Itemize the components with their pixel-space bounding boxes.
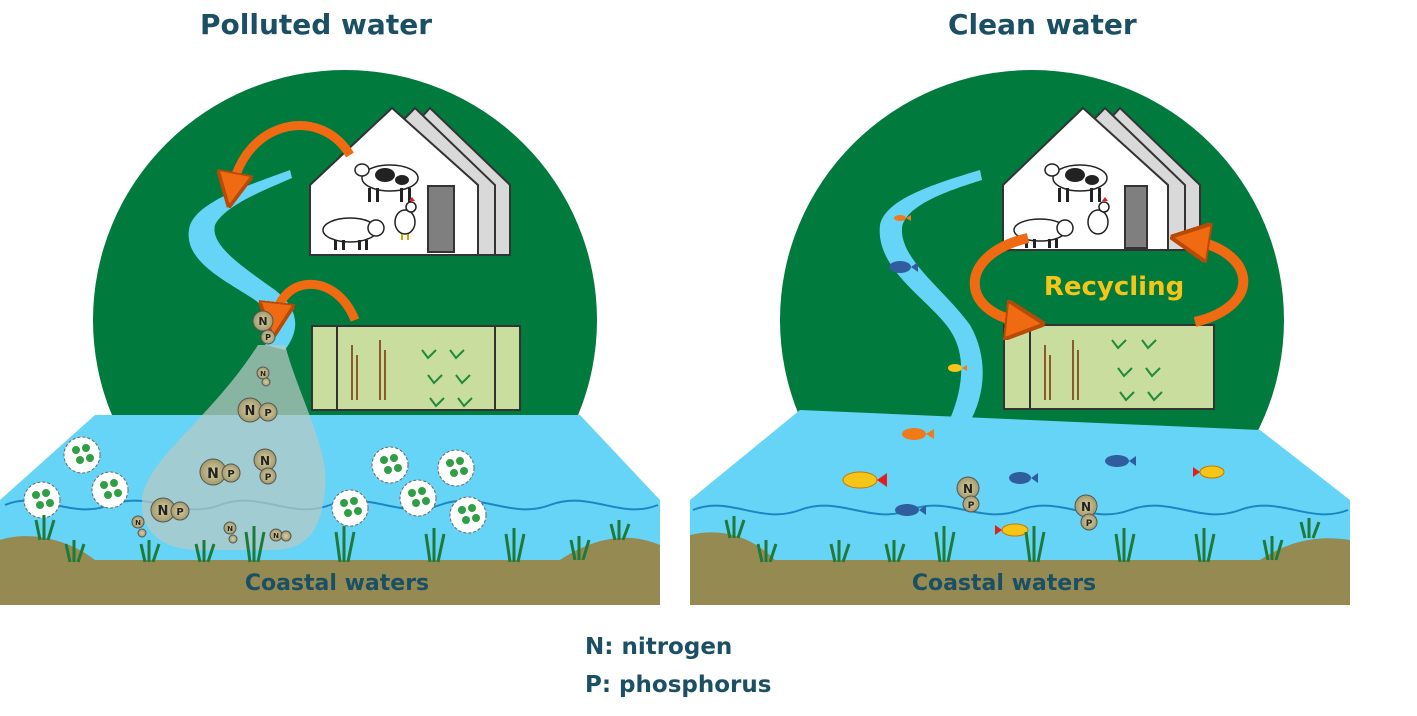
river-right: [879, 170, 983, 430]
nutrient-np: NP: [252, 310, 276, 345]
n-label: N: [260, 370, 266, 378]
p-label: P: [264, 408, 271, 419]
fish-icon: [1009, 472, 1038, 484]
sediment-left: [0, 536, 660, 605]
fish-icon: [1105, 455, 1136, 467]
cow-icon: [1044, 163, 1108, 202]
arrow-barn-to-river: [232, 121, 354, 190]
algae-cluster: [331, 489, 369, 527]
n-label: N: [273, 532, 279, 540]
p-label: P: [968, 501, 975, 511]
fish-group: [842, 215, 1225, 537]
barn-right: [1002, 106, 1201, 251]
coastal-waters-label-right: Coastal waters: [912, 571, 1096, 596]
fish-icon: [895, 504, 926, 516]
title-clean-water: Clean water: [948, 8, 1137, 41]
p-label: P: [265, 333, 271, 342]
nutrient-np: N: [269, 528, 292, 542]
fish-icon: [995, 523, 1029, 537]
fish-icon: [1193, 465, 1225, 479]
fish-icon: [948, 364, 967, 372]
fish-icon: [889, 261, 918, 273]
algae-cluster: [437, 449, 475, 487]
recycling-arrow-right: [1190, 240, 1249, 327]
algae-cluster: [399, 479, 437, 517]
algae-clusters: [23, 436, 487, 534]
n-label: N: [227, 525, 233, 533]
legend-nitrogen: N: nitrogen: [585, 634, 733, 660]
seaweed-left: [34, 515, 631, 563]
nutrient-np: NP: [956, 476, 980, 513]
n-label: N: [207, 466, 219, 482]
pig-icon: [322, 217, 385, 250]
panel-clean: Recycling NP NP: [690, 70, 1350, 605]
barn-door-left: [427, 185, 455, 253]
seaweed-right: [724, 516, 1321, 563]
p-label: P: [176, 507, 183, 518]
p-label: P: [265, 473, 272, 483]
crop-field-right: [1003, 324, 1215, 410]
n-label: N: [963, 482, 973, 496]
algae-cluster: [371, 446, 409, 484]
wave-line-right: [692, 504, 1349, 516]
cow-icon: [354, 163, 419, 202]
coastal-waters-label-left: Coastal waters: [245, 571, 429, 596]
p-label: P: [1086, 519, 1093, 529]
nutrient-np: N: [131, 515, 147, 538]
n-label: N: [258, 315, 267, 328]
title-polluted-water: Polluted water: [200, 8, 432, 41]
recycling-arrow-left: [969, 233, 1028, 322]
nutrient-np: NP: [253, 448, 277, 485]
fish-icon: [842, 471, 887, 489]
crop-field-left: [311, 325, 521, 411]
algae-cluster: [23, 481, 61, 519]
n-label: N: [1081, 500, 1091, 514]
pollution-plume: [141, 345, 326, 550]
recycling-label: Recycling: [1044, 272, 1184, 302]
nutrient-np: N: [223, 521, 238, 544]
barn-left: [309, 106, 511, 256]
fish-icon: [894, 215, 911, 221]
p-label: P: [227, 469, 234, 480]
legend-phosphorus: P: phosphorus: [585, 672, 772, 698]
n-label: N: [260, 454, 270, 468]
algae-cluster: [449, 496, 487, 534]
algae-cluster: [63, 436, 101, 474]
nutrient-np: NP: [1074, 494, 1098, 531]
chicken-icon: [394, 197, 417, 240]
barn-door-right: [1124, 185, 1148, 249]
nutrients-right: NP NP: [956, 476, 1098, 531]
nutrient-np: N: [256, 366, 271, 387]
algae-cluster: [91, 471, 129, 509]
arrow-field-to-river: [275, 279, 360, 320]
n-label: N: [245, 404, 256, 419]
n-label: N: [135, 519, 141, 527]
chicken-icon: [1087, 197, 1110, 235]
n-label: N: [158, 504, 169, 519]
sea-right: [690, 410, 1350, 560]
fish-icon: [902, 428, 934, 440]
sediment-right: [690, 532, 1350, 605]
panel-polluted: NP N NP NP NP NP N N N Coastal waters: [0, 70, 660, 605]
